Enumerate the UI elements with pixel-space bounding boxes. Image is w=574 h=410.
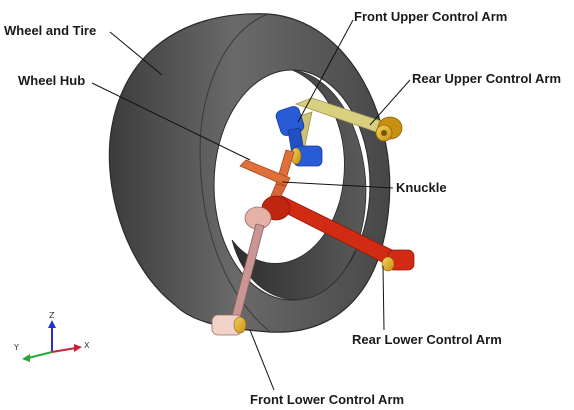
label-front-upper-control-arm: Front Upper Control Arm [354,9,508,24]
front-lower-control-arm [211,206,272,336]
label-knuckle: Knuckle [396,180,447,195]
front-upper-control-arm [275,106,323,167]
rear-upper-control-arm [293,97,403,151]
wheel-and-tire [108,13,391,333]
label-rear-upper-control-arm: Rear Upper Control Arm [412,71,562,86]
axis-triad: Z Y X [13,311,90,362]
leader-lines [91,19,411,391]
rear-lower-control-arm [261,195,415,272]
label-front-lower-control-arm: Front Lower Control Arm [250,392,405,407]
axis-label-z: Z [49,311,55,320]
label-wheel-and-tire: Wheel and Tire [4,23,97,38]
label-wheel-hub: Wheel Hub [18,73,86,88]
axis-label-y: Y [13,343,19,352]
rear-upper-bushing [375,116,403,142]
label-rear-lower-control-arm: Rear Lower Control Arm [352,332,502,347]
axis-label-x: X [84,341,90,350]
